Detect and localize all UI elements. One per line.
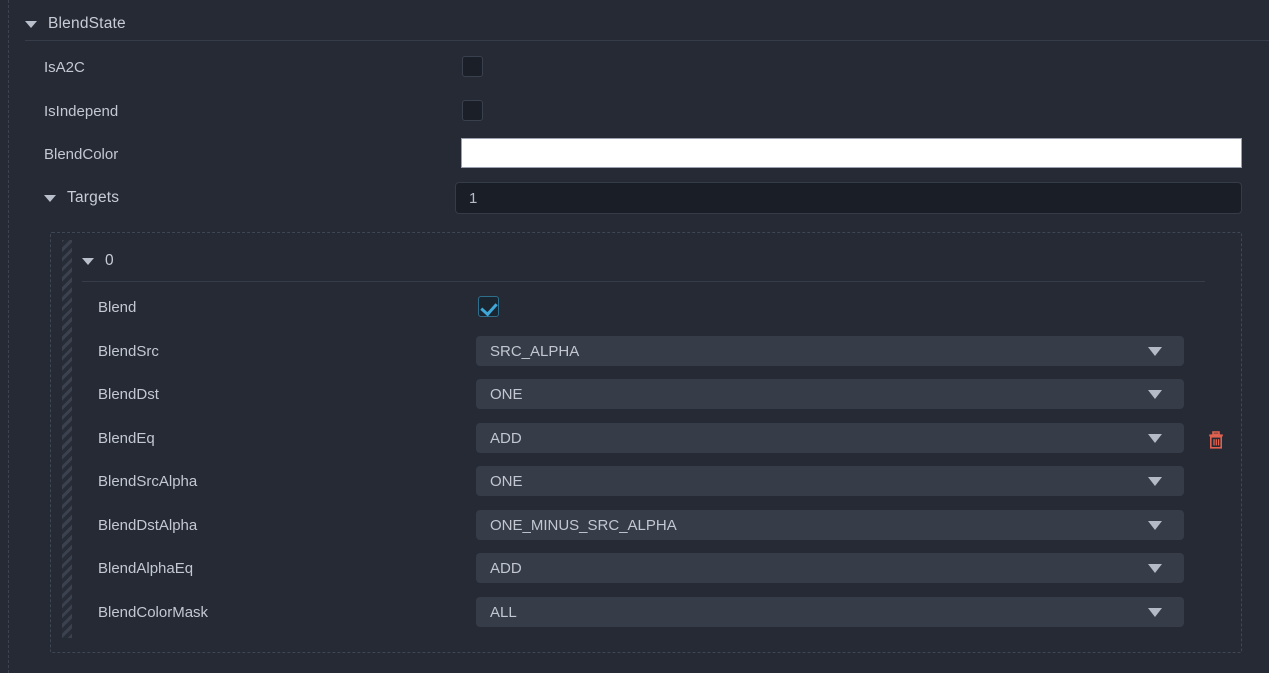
property-label-blendeq: BlendEq [98, 429, 155, 447]
property-label-blenddst: BlendDst [98, 385, 159, 403]
dropdown-blendeq-value: ADD [490, 429, 522, 447]
property-label-blend: Blend [98, 298, 137, 316]
checkbox-blend[interactable] [478, 296, 499, 317]
page-title: BlendState [48, 15, 126, 32]
property-label-blendcolor: BlendColor [44, 145, 119, 163]
target-element-container [50, 232, 1242, 653]
drag-handle[interactable] [62, 240, 72, 638]
chevron-down-icon [1148, 520, 1162, 530]
triangle-down-icon[interactable] [44, 194, 56, 202]
chevron-down-icon [1148, 476, 1162, 486]
group-header-blendstate[interactable]: BlendState [25, 8, 1269, 40]
dropdown-blendcolormask-value: ALL [490, 603, 517, 621]
color-swatch-blendcolor[interactable] [461, 138, 1242, 168]
chevron-down-icon [1148, 346, 1162, 356]
property-row-blendalphaeq: BlendAlphaEq [98, 553, 1188, 583]
delete-target-button[interactable] [1204, 428, 1228, 452]
property-label-blendcolormask: BlendColorMask [98, 603, 209, 621]
property-row-blend: Blend [98, 292, 1188, 322]
property-row-targets[interactable]: Targets [44, 183, 119, 213]
property-label-isa2c: IsA2C [44, 58, 85, 76]
checkbox-isa2c[interactable] [462, 56, 483, 77]
targets-count-input[interactable]: 1 [455, 182, 1242, 214]
dropdown-blendsrcalpha-value: ONE [490, 472, 523, 490]
property-row-blendcolormask: BlendColorMask [98, 597, 1188, 627]
property-row-blenddstalpha: BlendDstAlpha [98, 510, 1188, 540]
dropdown-blenddst-value: ONE [490, 385, 523, 403]
chevron-down-icon [1148, 563, 1162, 573]
checkbox-isindepend[interactable] [462, 100, 483, 121]
target-element-header[interactable]: 0 [82, 246, 114, 276]
panel-guide-rail [8, 0, 9, 673]
header-divider [25, 40, 1269, 41]
property-label-blendsrc: BlendSrc [98, 342, 159, 360]
dropdown-blendeq[interactable]: ADD [476, 423, 1184, 453]
target-header-divider [82, 281, 1205, 282]
property-label-blendsrcalpha: BlendSrcAlpha [98, 472, 198, 490]
property-row-blendsrcalpha: BlendSrcAlpha [98, 466, 1188, 496]
triangle-down-icon[interactable] [82, 257, 94, 265]
property-label-blendalphaeq: BlendAlphaEq [98, 559, 194, 577]
dropdown-blendalphaeq-value: ADD [490, 559, 522, 577]
trash-icon [1209, 431, 1223, 449]
property-row-blendeq: BlendEq [98, 423, 1188, 453]
property-label-isindepend: IsIndepend [44, 102, 119, 120]
property-label-blenddstalpha: BlendDstAlpha [98, 516, 198, 534]
target-index-label: 0 [105, 252, 114, 269]
dropdown-blendsrc[interactable]: SRC_ALPHA [476, 336, 1184, 366]
property-row-blendsrc: BlendSrc [98, 336, 1188, 366]
dropdown-blenddst[interactable]: ONE [476, 379, 1184, 409]
dropdown-blendcolormask[interactable]: ALL [476, 597, 1184, 627]
property-row-isa2c: IsA2C [44, 52, 1242, 82]
chevron-down-icon [1148, 433, 1162, 443]
property-row-isindepend: IsIndepend [44, 96, 1242, 126]
property-label-targets: Targets [67, 189, 120, 206]
property-row-blendcolor: BlendColor [44, 139, 1242, 169]
dropdown-blendsrcalpha[interactable]: ONE [476, 466, 1184, 496]
triangle-down-icon[interactable] [25, 20, 37, 28]
dropdown-blenddstalpha-value: ONE_MINUS_SRC_ALPHA [490, 516, 677, 534]
targets-count-value: 1 [469, 189, 478, 207]
chevron-down-icon [1148, 607, 1162, 617]
dropdown-blendalphaeq[interactable]: ADD [476, 553, 1184, 583]
property-row-blenddst: BlendDst [98, 379, 1188, 409]
chevron-down-icon [1148, 389, 1162, 399]
dropdown-blenddstalpha[interactable]: ONE_MINUS_SRC_ALPHA [476, 510, 1184, 540]
dropdown-blendsrc-value: SRC_ALPHA [490, 342, 580, 360]
